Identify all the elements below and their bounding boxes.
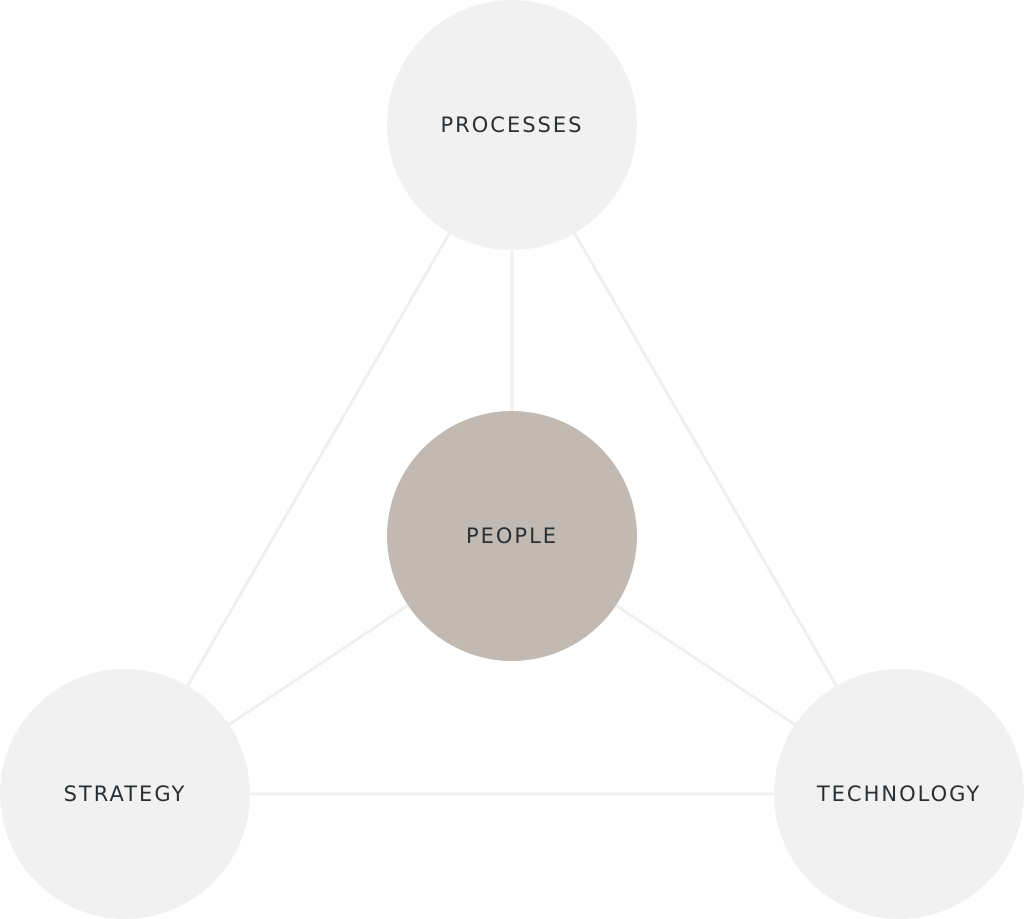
technology-node: TECHNOLOGY bbox=[774, 669, 1024, 919]
connector-processes-technology bbox=[510, 124, 901, 795]
people-node: PEOPLE bbox=[387, 411, 637, 661]
strategy-label: STRATEGY bbox=[63, 782, 187, 806]
connector-processes-strategy bbox=[123, 124, 514, 795]
people-label: PEOPLE bbox=[465, 524, 559, 548]
technology-label: TECHNOLOGY bbox=[816, 782, 982, 806]
processes-label: PROCESSES bbox=[440, 113, 584, 137]
strategy-node: STRATEGY bbox=[0, 669, 250, 919]
processes-node: PROCESSES bbox=[387, 0, 637, 250]
